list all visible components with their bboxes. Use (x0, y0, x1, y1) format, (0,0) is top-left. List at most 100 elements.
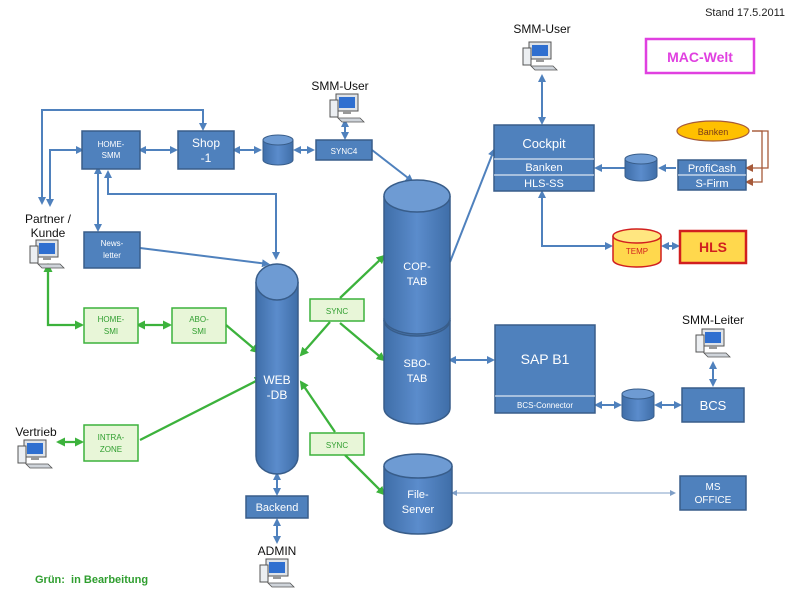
connector-partner-homesmi (43, 263, 84, 330)
sync4-box[interactable]: SYNC4 (315, 139, 373, 161)
web-db-label-1: WEB (263, 373, 290, 387)
connector-partner-homesmm (46, 146, 84, 207)
admin[interactable]: ADMIN (258, 544, 297, 588)
computer-icon (29, 239, 65, 269)
brown-connections (745, 130, 769, 186)
abo-smi-label-1: ABO- (189, 315, 209, 324)
home-smm-label-1: HOME- (98, 140, 125, 149)
green-connections (43, 254, 386, 496)
abo-smi-label-2: SMI (192, 327, 206, 336)
smm-user-mid[interactable]: SMM-User (311, 79, 369, 123)
small-database-bcs (621, 388, 655, 422)
shop-label-1: Shop (192, 136, 220, 150)
proficash-box[interactable]: ProfiCash S-Firm (677, 159, 747, 191)
connector-homesmm-webdb (104, 170, 280, 260)
cockpit-label: Cockpit (522, 136, 566, 151)
backend-box[interactable]: Backend (245, 495, 309, 519)
connector-synclower-fileserver (344, 454, 386, 496)
bcs-connector-label: BCS-Connector (517, 401, 573, 410)
sync-upper-box[interactable]: SYNC (309, 298, 365, 322)
connector-syncupper-sbotab (339, 322, 386, 362)
smm-user-top[interactable]: SMM-User (513, 22, 571, 71)
intra-zone-label-2: ZONE (100, 445, 122, 454)
admin-label: ADMIN (258, 544, 297, 558)
computer-icon (695, 328, 731, 358)
connector-coptab-cockpit (449, 148, 496, 263)
partner-kunde[interactable]: Partner / Kunde (25, 212, 72, 269)
connector-partner-loop (38, 109, 207, 205)
cop-tab-database[interactable]: COP- TAB (383, 179, 451, 335)
temp-label: TEMP (626, 247, 648, 256)
intra-zone-label-1: INTRA- (98, 433, 125, 442)
sync-upper-label: SYNC (326, 307, 348, 316)
connector-abosmi-webdb (225, 324, 260, 354)
newsletter-label-2: letter (103, 251, 121, 260)
file-server-database[interactable]: File- Server (383, 453, 453, 535)
connector-intrazone-webdb (139, 376, 264, 442)
legend-in-bearbeitung: Grün: in Bearbeitung (35, 574, 148, 586)
sbo-tab-label-2: TAB (407, 373, 428, 385)
home-smm-box[interactable]: HOME- SMM (81, 130, 141, 170)
home-smi-label-2: SMI (104, 327, 118, 336)
partner-label-2: Kunde (31, 226, 66, 240)
smm-leiter-label: SMM-Leiter (682, 313, 744, 327)
home-smm-label-2: SMM (102, 151, 121, 160)
smm-user-mid-label: SMM-User (311, 79, 368, 93)
banken-oval[interactable]: Banken (676, 120, 750, 142)
home-smi-label-1: HOME- (98, 315, 125, 324)
sap-b1-box[interactable]: SAP B1 BCS-Connector (494, 324, 596, 414)
banken-oval-label: Banken (698, 127, 729, 137)
mac-welt-box: MAC-Welt (644, 37, 756, 75)
small-database-top (262, 134, 294, 166)
bcs-label: BCS (700, 398, 727, 413)
cop-tab-label-1: COP- (403, 261, 431, 273)
shop-box[interactable]: Shop -1 (177, 130, 235, 170)
partner-label-1: Partner / (25, 212, 72, 226)
bcs-box[interactable]: BCS (681, 387, 745, 423)
connector-sync4-coptab (371, 149, 414, 183)
file-server-label-2: Server (402, 504, 435, 516)
hls-label: HLS (699, 239, 727, 255)
computer-icon (259, 558, 295, 588)
computer-icon (17, 439, 53, 469)
connector-newsletter-webdb (139, 247, 270, 268)
ms-office-box[interactable]: MS OFFICE (679, 475, 747, 511)
small-database-proficash (624, 153, 658, 182)
vertrieb-label: Vertrieb (15, 425, 57, 439)
intra-zone-box[interactable]: INTRA- ZONE (83, 424, 139, 462)
vertrieb[interactable]: Vertrieb (15, 425, 57, 469)
web-db-database[interactable]: WEB -DB (255, 263, 299, 475)
web-db-label-2: -DB (267, 388, 288, 402)
s-firm-label: S-Firm (696, 178, 729, 190)
mac-welt-label: MAC-Welt (667, 49, 733, 65)
temp-database[interactable]: TEMP (612, 228, 662, 268)
cockpit-box[interactable]: Cockpit Banken HLS-SS (493, 124, 595, 192)
blue-connections (38, 74, 717, 544)
abo-smi-box[interactable]: ABO- SMI (171, 307, 227, 344)
hls-box[interactable]: HLS (678, 229, 748, 265)
stand-date: Stand 17.5.2011 (705, 7, 785, 19)
computer-icon (522, 41, 558, 71)
backend-label: Backend (256, 502, 299, 514)
sync-lower-label: SYNC (326, 441, 348, 450)
sync-lower-box[interactable]: SYNC (309, 432, 365, 456)
newsletter-box[interactable]: News- letter (83, 231, 141, 269)
cockpit-banken-label: Banken (525, 162, 562, 174)
ms-office-label-1: MS (706, 482, 721, 493)
connector-webdb-syncupper (299, 321, 331, 357)
smm-user-top-label: SMM-User (513, 22, 570, 36)
connector-syncupper-coptab (339, 254, 386, 299)
sap-b1-label: SAP B1 (521, 351, 570, 367)
proficash-label: ProfiCash (688, 163, 736, 175)
file-server-label-1: File- (407, 489, 429, 501)
cop-tab-label-2: TAB (407, 276, 428, 288)
connector-webdb-synclower (299, 380, 336, 433)
sbo-tab-label-1: SBO- (404, 358, 431, 370)
computer-icon (329, 93, 365, 123)
home-smi-box[interactable]: HOME- SMI (83, 307, 139, 344)
connector-cockpit-temp (538, 190, 613, 250)
cockpit-hls-ss-label: HLS-SS (524, 178, 564, 190)
newsletter-label-1: News- (101, 239, 124, 248)
smm-leiter[interactable]: SMM-Leiter (682, 313, 744, 358)
